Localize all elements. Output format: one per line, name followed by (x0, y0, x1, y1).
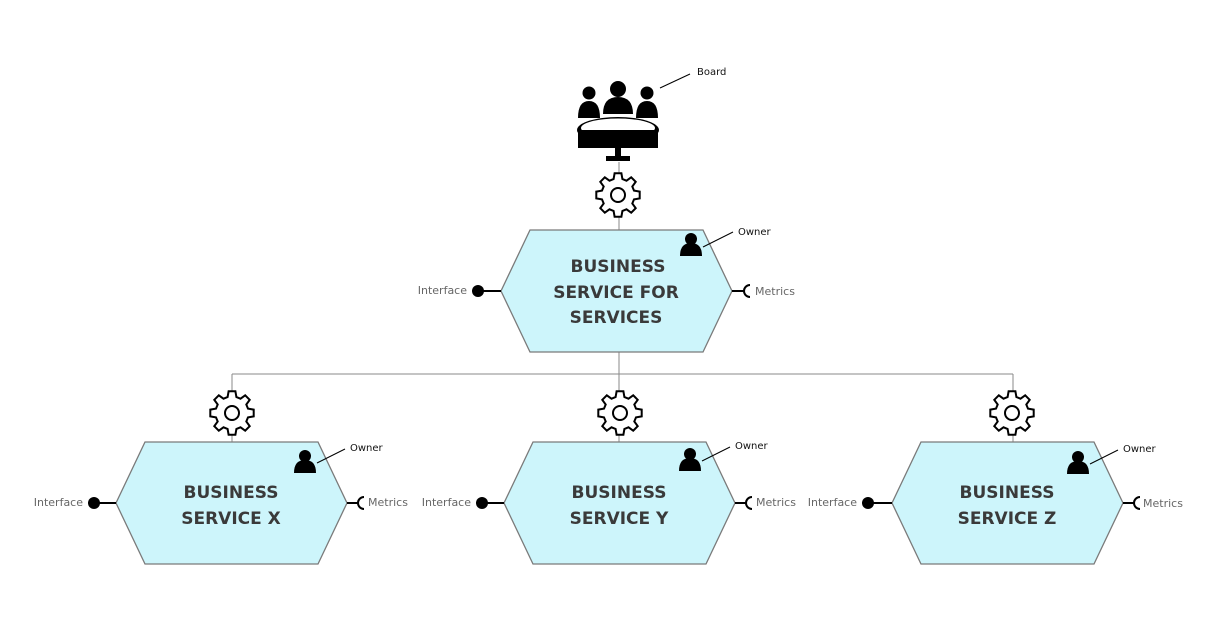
interface-port-icon[interactable] (476, 497, 488, 509)
owner-leader (316, 448, 346, 464)
owner-leader (1089, 449, 1119, 465)
gear-icon (209, 390, 255, 436)
owner-label-y: Owner (735, 441, 769, 452)
interface-port-icon[interactable] (862, 497, 874, 509)
service-title-x-line2: SERVICE X (181, 509, 281, 529)
metrics-socket-icon[interactable] (745, 496, 753, 510)
gear-icon (595, 172, 641, 218)
interface-label-y: Interface (422, 496, 471, 509)
service-title-x-line1: BUSINESS (184, 483, 279, 503)
board-label-leader (659, 73, 691, 89)
metrics-socket-icon[interactable] (743, 284, 751, 298)
interface-label-z: Interface (808, 496, 857, 509)
service-title-z-line2: SERVICE Z (958, 509, 1057, 529)
metrics-label-y: Metrics (756, 496, 796, 509)
owner-leader (702, 231, 734, 248)
owner-label-z: Owner (1123, 444, 1157, 455)
metrics-label-top: Metrics (755, 285, 795, 298)
interface-port-icon[interactable] (472, 285, 484, 297)
service-title-z-line1: BUSINESS (960, 483, 1055, 503)
interface-port-icon[interactable] (88, 497, 100, 509)
interface-label-x: Interface (34, 496, 83, 509)
board-label: Board (697, 67, 726, 78)
interface-label-top: Interface (418, 284, 467, 297)
service-hexagon-z[interactable] (891, 441, 1124, 565)
owner-label-x: Owner (350, 443, 384, 454)
metrics-socket-icon[interactable] (357, 496, 365, 510)
gear-icon (989, 390, 1035, 436)
metrics-label-z: Metrics (1143, 497, 1183, 510)
service-hexagon-y[interactable] (503, 441, 736, 565)
metrics-socket-icon[interactable] (1133, 496, 1141, 510)
gear-icon (597, 390, 643, 436)
service-title-y-line2: SERVICE Y (570, 509, 669, 529)
owner-label-top: Owner (738, 227, 772, 238)
service-title-top-line3: SERVICES (570, 308, 663, 328)
service-title-top-line2: SERVICE FOR (553, 283, 679, 303)
owner-leader (701, 446, 731, 462)
service-hexagon-x[interactable] (115, 441, 348, 565)
service-title-y-line1: BUSINESS (572, 483, 667, 503)
metrics-label-x: Metrics (368, 496, 408, 509)
service-title-top-line1: BUSINESS (571, 257, 666, 277)
board-meeting-icon (577, 81, 659, 161)
